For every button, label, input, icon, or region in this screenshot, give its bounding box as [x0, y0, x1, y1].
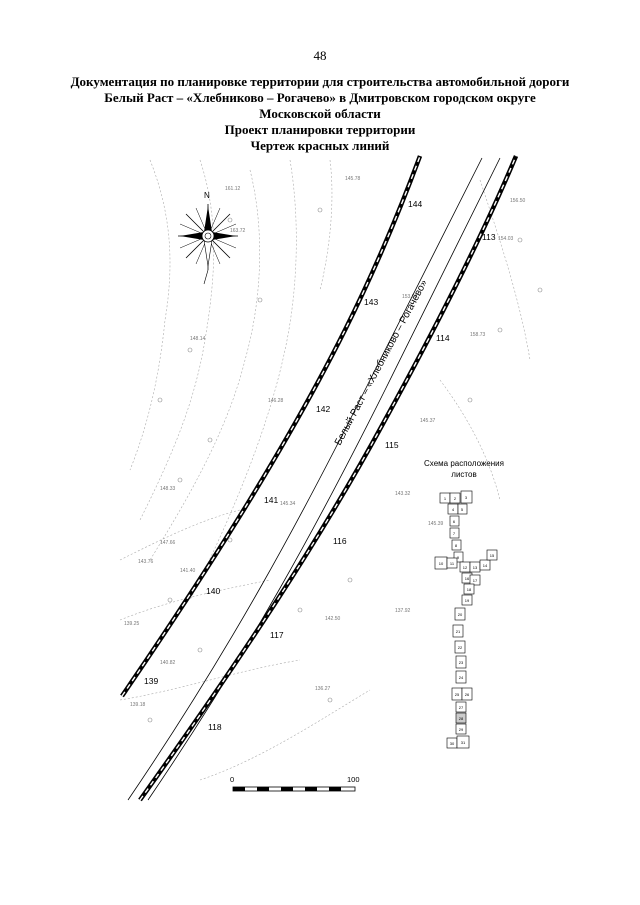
point-label: 143: [364, 297, 378, 307]
sheet-label: 22: [458, 645, 463, 650]
red-line-left: [120, 155, 423, 698]
terrain-marks: [147, 207, 543, 723]
elevation-label: 145.34: [280, 501, 296, 507]
point-label: 117: [270, 630, 284, 640]
title-line-4: Проект планировки территории: [224, 122, 416, 137]
elevation-label: 148.33: [160, 486, 176, 492]
sheet-label: 20: [458, 612, 463, 617]
elevation-label: 147.66: [160, 540, 176, 546]
sheet-label: 2: [454, 496, 457, 501]
scale-start-label: 0: [230, 775, 234, 784]
scale-end-label: 100: [347, 775, 360, 784]
sheet-label: 1: [444, 496, 447, 501]
elevation-label: 139.18: [130, 702, 146, 708]
point-label: 116: [333, 536, 347, 546]
sheet-label: 24: [459, 675, 464, 680]
sheet-label: 6: [453, 519, 456, 524]
point-label: 141: [264, 495, 278, 505]
sheet-label: 10: [439, 561, 444, 566]
sheet-label: 11: [450, 561, 455, 566]
elevation-label: 141.40: [180, 568, 196, 574]
sheet-label: 3: [465, 495, 468, 500]
sheet-label: 17: [473, 578, 478, 583]
terrain-contours: [119, 159, 531, 781]
elevation-label: 148.14: [190, 336, 206, 342]
sheet-label: 12: [463, 565, 468, 570]
title-line-1: Документация по планировке территории дл…: [70, 74, 570, 89]
elevation-label: 139.25: [124, 621, 140, 627]
compass-rose-icon: [178, 204, 238, 285]
elevation-label: 137.92: [395, 608, 411, 614]
elevation-label: 156.50: [510, 198, 526, 204]
title-line-5: Чертеж красных линий: [250, 138, 390, 153]
sheet-label: 16: [465, 576, 470, 581]
point-label: 144: [408, 199, 422, 209]
sheet-label: 15: [490, 553, 495, 558]
elevation-label: 161.12: [225, 186, 241, 192]
elevation-label: 158.73: [470, 332, 486, 338]
red-line-right: [138, 155, 519, 802]
sheet-label: 23: [459, 660, 464, 665]
sheet-layout-inset: Схема расположения листов: [424, 459, 504, 749]
sheet-label: 14: [483, 563, 488, 568]
left-point-labels: 139 140 141 142 143 144: [144, 199, 422, 686]
elevation-label: 154.03: [498, 236, 514, 242]
elevation-label: 146.28: [268, 398, 284, 404]
elevation-label: 143.32: [395, 491, 411, 497]
north-label: N: [204, 191, 210, 200]
document-title: Документация по планировке территории дл…: [40, 74, 600, 154]
sheet-label: 26: [465, 692, 470, 697]
point-label: 139: [144, 676, 158, 686]
elevation-label: 145.37: [420, 418, 436, 424]
sheet-label: 5: [461, 507, 464, 512]
sheet-label: 27: [459, 705, 464, 710]
right-point-labels: 113 114 115 116 117 118: [208, 232, 496, 732]
sheet-label: 21: [456, 629, 461, 634]
elevation-label: 153.08: [402, 294, 418, 300]
sheet-label: 29: [459, 727, 464, 732]
inset-title-2: листов: [451, 470, 476, 479]
sheet-label: 9: [457, 555, 460, 560]
page-number: 48: [313, 48, 327, 63]
sheet-label: 8: [455, 543, 458, 548]
road-axis-lines: [127, 157, 501, 801]
sheet-label: 25: [455, 692, 460, 697]
elevation-label: 163.72: [230, 228, 246, 234]
point-label: 115: [385, 440, 399, 450]
sheet-label: 13: [473, 565, 478, 570]
title-line-3: Московской области: [259, 106, 381, 121]
point-label: 118: [208, 722, 222, 732]
scale-bar: 0 100: [230, 775, 360, 792]
elevation-label: 145.78: [345, 176, 361, 182]
point-label: 113: [482, 232, 496, 242]
elevation-label: 142.50: [325, 616, 341, 622]
sheet-label: 19: [465, 598, 470, 603]
elevation-label: 143.76: [138, 559, 154, 565]
title-line-2: Белый Раст – «Хлебниково – Рогачево» в Д…: [104, 90, 536, 105]
elevation-label: 140.82: [160, 660, 176, 666]
sheet-label: 18: [467, 587, 472, 592]
inset-title-1: Схема расположения: [424, 459, 504, 468]
point-label: 142: [316, 404, 330, 414]
sheet-label: 31: [461, 740, 466, 745]
point-label: 140: [206, 586, 220, 596]
sheet-label: 28: [459, 716, 464, 721]
elevation-labels: 161.12 163.72 156.50 154.03 153.08 158.7…: [124, 176, 526, 708]
sheet-label: 4: [452, 507, 455, 512]
elevation-label: 136.27: [315, 686, 331, 692]
point-label: 114: [436, 333, 450, 343]
sheet-label: 7: [453, 531, 456, 536]
sheet-label: 30: [450, 741, 455, 746]
elevation-label: 145.39: [428, 521, 444, 527]
